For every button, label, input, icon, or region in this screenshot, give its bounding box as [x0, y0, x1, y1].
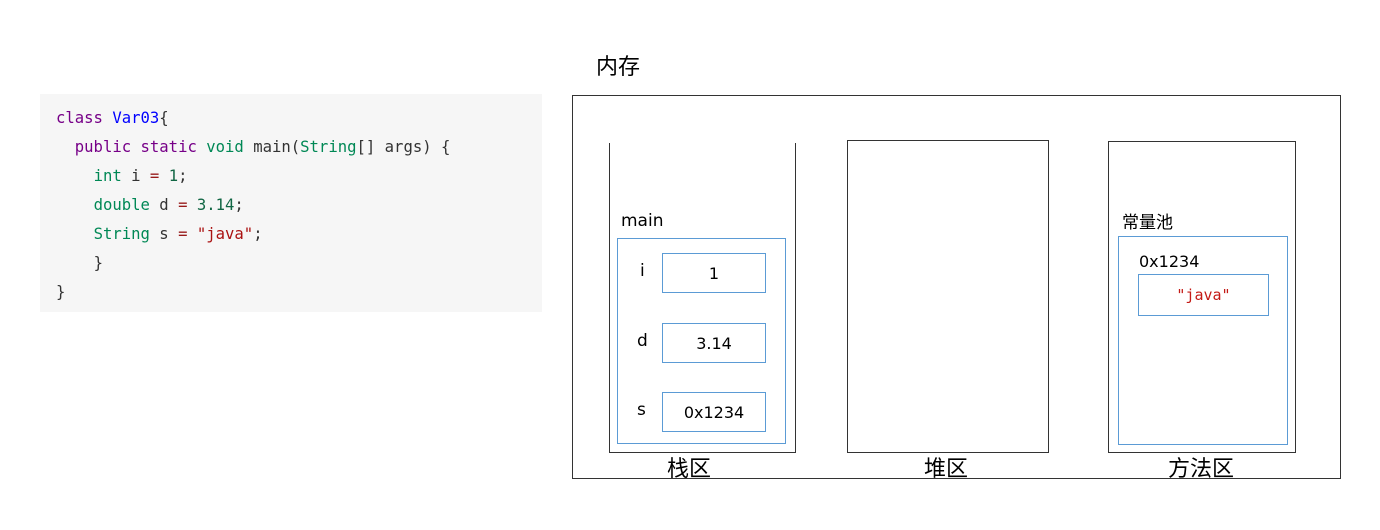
code-token: [] args) { — [356, 138, 451, 156]
var-value: 0x1234 — [683, 402, 745, 422]
memory-title: 内存 — [596, 55, 641, 80]
code-token: String — [300, 138, 357, 156]
code-token: } — [56, 283, 66, 301]
constant-pool — [1118, 236, 1288, 445]
code-line-2: public static void main(String[] args) { — [56, 135, 451, 159]
code-token: static — [140, 138, 197, 156]
code-token: i — [131, 167, 141, 185]
code-line-5: String s = "java"; — [56, 222, 263, 246]
method-area — [1108, 141, 1296, 453]
code-line-7: } — [56, 280, 65, 304]
string-literal-box: "java" — [1138, 274, 1269, 316]
code-token: s — [159, 225, 169, 243]
var-name: s — [637, 400, 646, 420]
code-token: d — [159, 196, 169, 214]
code-token: Var03 — [112, 109, 160, 127]
code-token: = — [178, 196, 188, 214]
heap-area — [847, 140, 1049, 453]
code-line-1: class Var03{ — [56, 106, 169, 130]
code-token: void — [206, 138, 244, 156]
var-name: i — [640, 261, 645, 281]
code-token: 1 — [168, 167, 179, 185]
code-token: class — [56, 109, 103, 127]
var-value: 1 — [708, 263, 720, 283]
code-token: } — [93, 254, 103, 272]
code-line-6: } — [56, 251, 103, 275]
code-token: "java" — [196, 225, 254, 243]
code-token: = — [149, 167, 160, 185]
code-token: ; — [253, 225, 263, 243]
code-token: String — [93, 225, 150, 243]
code-line-4: double d = 3.14; — [56, 193, 244, 217]
method-area-label: 方法区 — [1167, 457, 1234, 482]
code-token: int — [93, 167, 122, 185]
code-token: ; — [178, 167, 188, 185]
heap-label: 堆区 — [923, 457, 968, 482]
code-token: double — [93, 196, 150, 214]
code-token: = — [178, 225, 188, 243]
constant-pool-label: 常量池 — [1122, 213, 1173, 233]
stack-label: 栈区 — [666, 457, 711, 482]
main-frame — [617, 238, 786, 444]
pool-address: 0x1234 — [1139, 252, 1200, 271]
var-value-box: 0x1234 — [662, 392, 766, 432]
code-token: ; — [234, 196, 244, 214]
code-line-3: int i = 1; — [56, 164, 188, 188]
var-name: d — [637, 331, 648, 351]
stack-frame-label: main — [621, 211, 664, 231]
code-token: { — [159, 109, 169, 127]
code-token: 3.14 — [196, 196, 235, 214]
memory-outline — [572, 95, 1341, 479]
string-literal: "java" — [1176, 286, 1231, 304]
var-value-box: 3.14 — [662, 323, 766, 363]
code-token: public — [74, 138, 132, 156]
var-value: 3.14 — [696, 333, 732, 353]
stack-area — [609, 143, 796, 453]
code-block: class Var03{ public static void main(Str… — [40, 94, 542, 312]
code-token: main( — [253, 138, 301, 156]
var-value-box: 1 — [662, 253, 766, 293]
